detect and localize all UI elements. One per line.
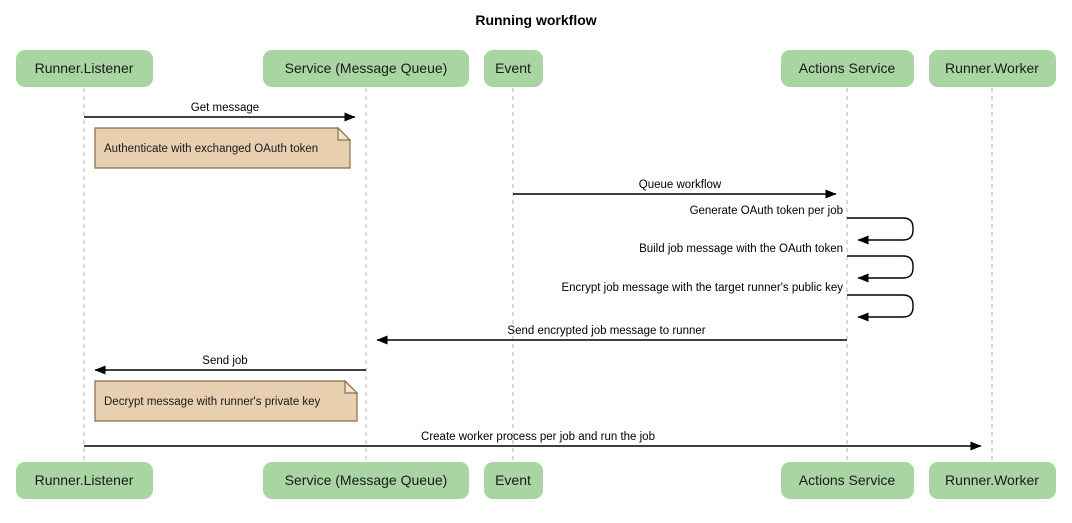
message-line-m5	[847, 294, 914, 322]
participant-box-actions-top[interactable]	[781, 50, 914, 87]
lifelines	[83, 88, 993, 461]
message-label-m7: Send job	[202, 355, 247, 367]
message-label-m3: Generate OAuth token per job	[690, 205, 843, 217]
message-label-m1: Get message	[191, 102, 259, 114]
participant-box-actions-bottom[interactable]	[781, 462, 914, 499]
message-label-m4: Build job message with the OAuth token	[639, 243, 843, 255]
message-line-m4	[847, 255, 914, 283]
participant-label-queue-bottom: Service (Message Queue)	[285, 472, 448, 488]
participant-box-worker-bottom[interactable]	[929, 462, 1056, 499]
participant-label-listener-bottom: Runner.Listener	[35, 472, 134, 488]
participant-label-actions-bottom: Actions Service	[799, 472, 896, 488]
message-line-m3	[847, 217, 914, 245]
note-label-n1: Authenticate with exchanged OAuth token	[104, 143, 318, 155]
participants-bottom: Runner.Listener Service (Message Queue) Ev…	[16, 462, 1056, 499]
note-label-n2: Decrypt message with runner's private ke…	[104, 396, 321, 408]
note-box-n2	[94, 380, 358, 422]
participant-box-listener-bottom[interactable]	[16, 462, 153, 499]
page-title: Running workflow	[475, 12, 596, 28]
note-box-n1	[94, 127, 351, 169]
message-label-m2: Queue workflow	[639, 179, 722, 191]
message-label-m8: Create worker process per job and run th…	[421, 431, 655, 443]
participant-label-listener-top: Runner.Listener	[35, 60, 134, 76]
participants-top: Runner.Listener Service (Message Queue) Ev…	[16, 50, 1056, 87]
participant-label-event-top: Event	[495, 60, 531, 76]
participant-label-event-bottom: Event	[495, 472, 531, 488]
participant-label-worker-bottom: Runner.Worker	[945, 472, 1039, 488]
participant-box-listener-top[interactable]	[16, 50, 153, 87]
notes: Authenticate with exchanged OAuth tokenD…	[94, 126, 359, 422]
participant-box-event-top[interactable]	[484, 50, 543, 87]
participant-label-queue-top: Service (Message Queue)	[285, 60, 448, 76]
message-label-m5: Encrypt job message with the target runn…	[561, 282, 843, 294]
participant-box-worker-top[interactable]	[929, 50, 1056, 87]
note-fold-icon-n2	[344, 379, 359, 394]
message-label-m6: Send encrypted job message to runner	[507, 325, 705, 337]
participant-label-worker-top: Runner.Worker	[945, 60, 1039, 76]
participant-box-event-bottom[interactable]	[484, 462, 543, 499]
note-fold-icon-n1	[337, 126, 352, 141]
participant-box-queue-bottom[interactable]	[263, 462, 469, 499]
participant-box-queue-top[interactable]	[263, 50, 469, 87]
participant-label-actions-top: Actions Service	[799, 60, 896, 76]
